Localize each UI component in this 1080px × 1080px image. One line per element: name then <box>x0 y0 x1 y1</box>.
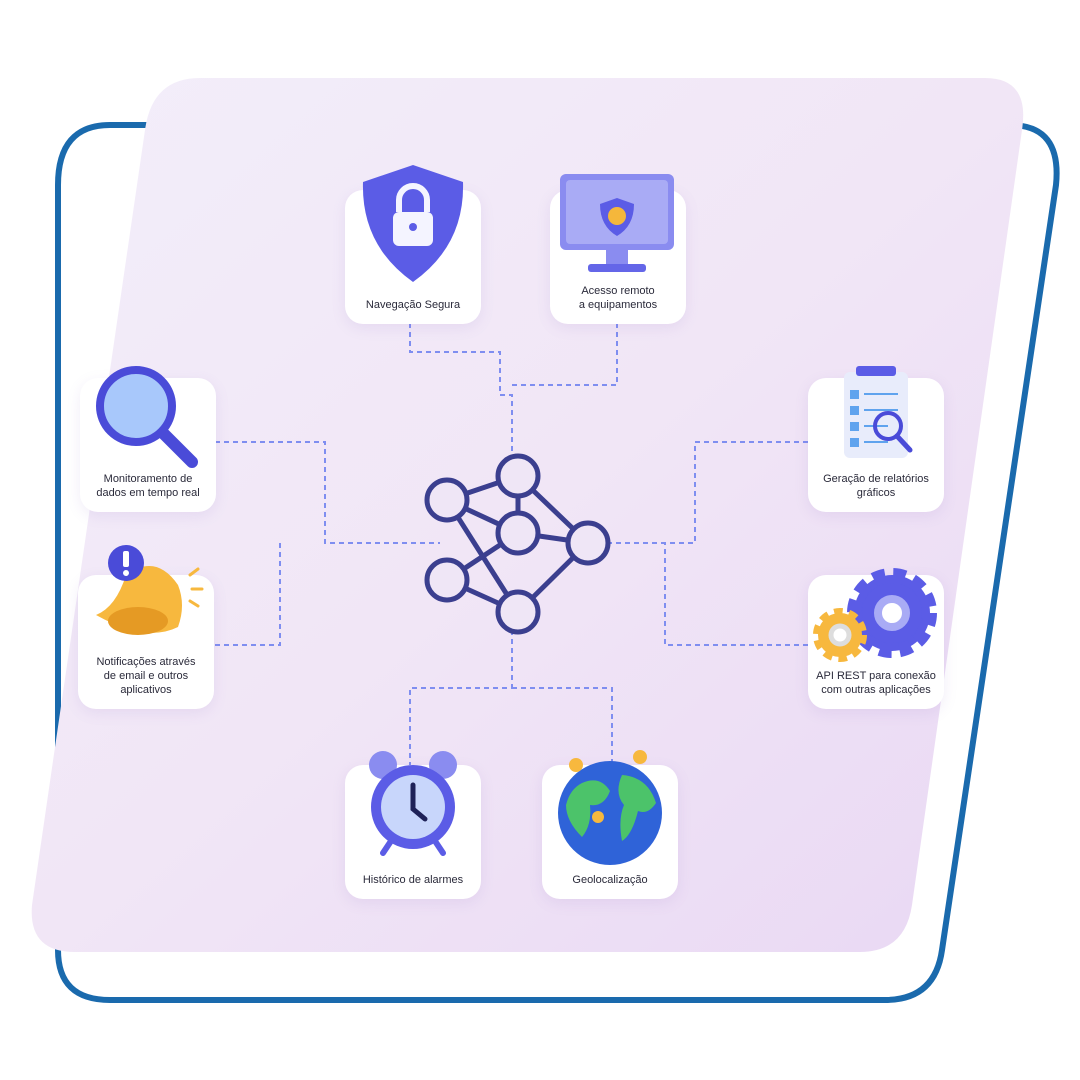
feature-label: Histórico de alarmes <box>362 874 464 886</box>
magnifier-icon <box>96 366 198 468</box>
bell-alert-icon <box>96 545 204 635</box>
alarm-clock-icon <box>369 751 457 856</box>
feature-card-navegacao: Navegação Segura <box>345 165 481 324</box>
feature-card-api: API REST para conexão com outras aplicaç… <box>808 568 944 709</box>
shield-lock-icon <box>362 165 464 282</box>
feature-card-monitoramento: Monitoramento de dados em tempo real <box>80 366 216 512</box>
feature-label: Geração de relatórios gráficos <box>823 473 929 499</box>
feature-label: Navegação Segura <box>365 299 461 311</box>
globe-pins-icon <box>558 750 662 865</box>
clipboard-search-icon <box>844 366 913 458</box>
feature-label: Geolocalização <box>572 874 648 886</box>
monitor-shield-icon <box>560 174 674 272</box>
gears-icon <box>813 568 937 662</box>
feature-label: API REST para conexão com outras aplicaç… <box>816 670 936 696</box>
blue-outline-frame <box>55 122 1060 1003</box>
feature-label: Notificações através de email e outros a… <box>96 656 196 696</box>
connector-lines <box>215 323 808 765</box>
feature-card-alarmes: Histórico de alarmes <box>345 751 481 899</box>
feature-label: Monitoramento de dados em tempo real <box>96 473 200 499</box>
feature-card-geo: Geolocalização <box>542 750 678 899</box>
feature-card-acesso: Acesso remoto a equipamentos <box>550 174 686 324</box>
network-hub-icon <box>424 453 611 635</box>
feature-card-relatorios: Geração de relatórios gráficos <box>808 366 944 512</box>
feature-label: Acesso remoto a equipamentos <box>578 285 658 311</box>
feature-card-notificacoes: Notificações através de email e outros a… <box>78 545 214 709</box>
